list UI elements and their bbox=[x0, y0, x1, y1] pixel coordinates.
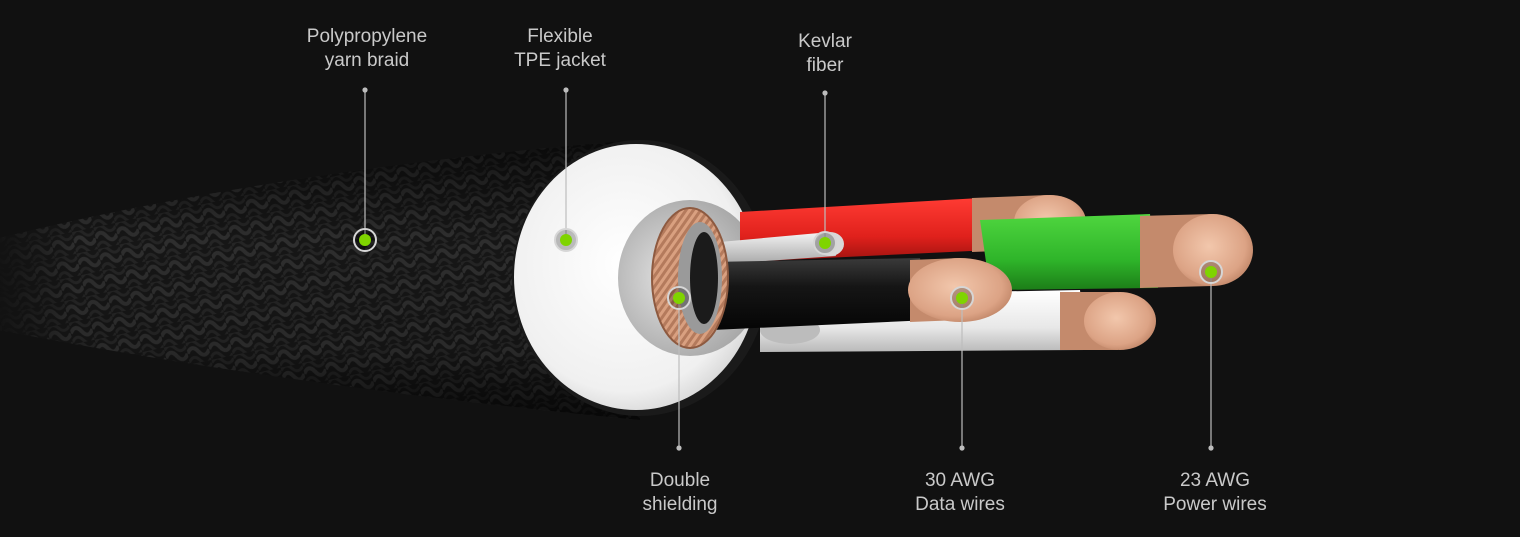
copper-braid-shield bbox=[651, 207, 729, 349]
leader-end-dot-jacket bbox=[563, 87, 569, 93]
marker-dot-jacket bbox=[560, 234, 572, 246]
marker-dot-braid bbox=[359, 234, 371, 246]
marker-dot-kevlar bbox=[819, 237, 831, 249]
braided-sleeve bbox=[0, 140, 640, 420]
leader-end-dot-data bbox=[959, 445, 965, 451]
callout-markers bbox=[353, 228, 1223, 310]
leader-end-dot-kevlar bbox=[822, 90, 828, 96]
leader-end-dot-power bbox=[1208, 445, 1214, 451]
marker-dot-shielding bbox=[673, 292, 685, 304]
black-data-wire bbox=[710, 258, 1012, 330]
green-power-wire bbox=[980, 214, 1253, 290]
marker-dot-power bbox=[1205, 266, 1217, 278]
marker-dot-data bbox=[956, 292, 968, 304]
leader-end-dot-shielding bbox=[676, 445, 682, 451]
leader-lines bbox=[362, 87, 1214, 451]
leader-end-dot-braid bbox=[362, 87, 368, 93]
